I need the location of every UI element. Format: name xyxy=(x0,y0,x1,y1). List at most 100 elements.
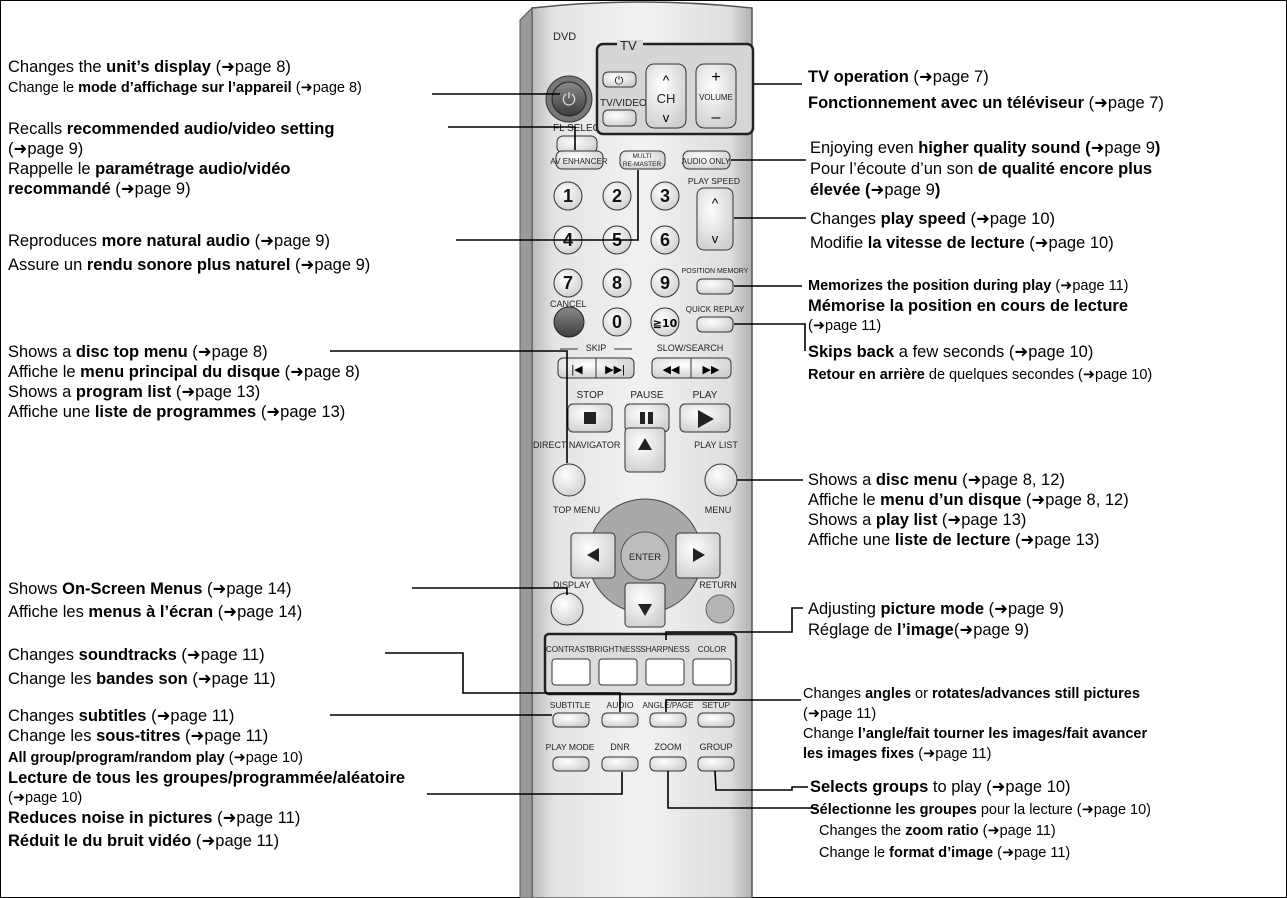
annotation-play-mode: All group/program/random play (➜page 10)… xyxy=(8,750,406,806)
direct-navigator-label: DIRECT NAVIGATOR xyxy=(533,440,621,450)
direct-navigator-button[interactable] xyxy=(552,463,586,497)
stop-icon xyxy=(584,412,596,424)
subtitle-label: SUBTITLE xyxy=(550,700,591,710)
annotation-quick-replay: Skips back a few seconds (➜page 10) Reto… xyxy=(808,343,1153,383)
position-memory-button[interactable] xyxy=(696,278,734,295)
skip-label: SKIP xyxy=(586,343,607,353)
annotation-display: Changes the unit’s display (➜page 8) Cha… xyxy=(8,58,362,96)
tv-power-button[interactable] xyxy=(602,71,637,88)
speed-up-icon: ^ xyxy=(712,195,719,211)
number-9-label: 9 xyxy=(660,273,670,293)
play-mode-label: PLAY MODE xyxy=(546,742,595,752)
play-list-label: PLAY LIST xyxy=(694,440,738,450)
annotation-tv: TV operation (➜page 7) Fonctionnement av… xyxy=(808,68,1164,112)
volume-label: VOLUME xyxy=(699,93,733,102)
color-button[interactable] xyxy=(692,658,732,686)
annotation-subtitle: Changes subtitles (➜page 11) Change les … xyxy=(8,707,269,745)
multi-label: MULTI xyxy=(632,153,651,160)
audio-only-label: AUDIO ONLY xyxy=(682,157,731,166)
display-label: DISPLAY xyxy=(553,580,590,590)
pause-icon xyxy=(640,412,645,424)
cancel-button[interactable] xyxy=(553,306,585,338)
annotation-dnr: Reduces noise in pictures (➜page 11) Réd… xyxy=(8,809,301,850)
ch-label: CH xyxy=(657,91,676,106)
number-8-label: 8 xyxy=(612,273,622,293)
number-2-button[interactable] xyxy=(602,181,632,211)
angle-page-button[interactable] xyxy=(649,712,687,728)
number-6-label: 6 xyxy=(660,230,670,250)
audio-button[interactable] xyxy=(601,712,639,728)
tv-label: TV xyxy=(620,38,637,53)
fast-forward-icon: ▶▶ xyxy=(703,364,720,376)
sharpness-label: SHARPNESS xyxy=(640,645,689,654)
contrast-button[interactable] xyxy=(551,658,591,686)
av-enhancer-label: AV ENHANCER xyxy=(550,157,607,166)
number-6-button[interactable] xyxy=(650,225,680,255)
volume-down-icon: – xyxy=(712,109,721,126)
zoom-label: ZOOM xyxy=(655,742,682,752)
brightness-button[interactable] xyxy=(598,658,638,686)
display-button[interactable] xyxy=(550,592,584,626)
annotation-picture-mode: Adjusting picture mode (➜page 9) Réglage… xyxy=(808,600,1064,639)
number-7-button[interactable] xyxy=(553,268,583,298)
number-0-label: 0 xyxy=(612,312,622,332)
down-arrow-icon xyxy=(638,604,652,616)
skip-back-icon: |◀ xyxy=(571,364,583,376)
slow-search-label: SLOW/SEARCH xyxy=(657,343,724,353)
enter-button[interactable] xyxy=(620,531,670,581)
number-3-button[interactable] xyxy=(650,181,680,211)
tvvideo-label: TV/VIDEO xyxy=(600,98,647,109)
quick-replay-label: QUICK REPLAY xyxy=(686,305,745,314)
annotation-remaster: Reproduces more natural audio (➜page 9) … xyxy=(8,232,371,274)
number-1-button[interactable] xyxy=(553,181,583,211)
dvd-label: DVD xyxy=(553,31,576,43)
dnr-button[interactable] xyxy=(601,756,639,772)
annotation-audio: Changes soundtracks (➜page 11) Change le… xyxy=(8,646,276,688)
tv-power-icon: ⏻ xyxy=(615,74,624,87)
color-label: COLOR xyxy=(698,645,727,654)
channel-up-icon: ^ xyxy=(663,72,670,88)
group-button[interactable] xyxy=(697,756,735,772)
setup-button[interactable] xyxy=(697,712,735,728)
angle-page-label: ANGLE/PAGE xyxy=(643,701,694,710)
number-8-button[interactable] xyxy=(602,268,632,298)
subtitle-button[interactable] xyxy=(552,712,590,728)
number-9-button[interactable] xyxy=(650,268,680,298)
pause-label: PAUSE xyxy=(630,390,663,401)
number-0-button[interactable] xyxy=(602,307,632,337)
play-list-button[interactable] xyxy=(704,463,738,497)
number-7-label: 7 xyxy=(563,273,573,293)
sharpness-button[interactable] xyxy=(645,658,685,686)
annotation-av-enhancer: Recalls recommended audio/video setting … xyxy=(8,120,335,198)
group-label: GROUP xyxy=(699,742,732,752)
volume-up-icon: + xyxy=(711,69,720,86)
multi-remaster-button[interactable] xyxy=(619,150,666,170)
quick-replay-button[interactable] xyxy=(696,316,734,333)
fl-select-label: FL SELECT xyxy=(553,123,606,134)
play-speed-rocker[interactable] xyxy=(696,187,734,251)
picture-mode-box xyxy=(543,632,738,696)
volume-rocker[interactable] xyxy=(695,63,737,129)
stop-label: STOP xyxy=(576,390,603,401)
channel-rocker[interactable] xyxy=(645,63,687,129)
zoom-button[interactable] xyxy=(649,756,687,772)
number-10plus-button[interactable] xyxy=(650,307,680,337)
audio-only-button[interactable] xyxy=(682,150,731,170)
number-pad: 1 2 3 4 5 6 7 8 9 0 ≧10 xyxy=(553,181,680,337)
annotation-angle: Changes angles or rotates/advances still… xyxy=(803,686,1148,762)
play-mode-button[interactable] xyxy=(552,756,590,772)
play-speed-label: PLAY SPEED xyxy=(688,176,740,186)
dvd-power-button[interactable] xyxy=(551,81,587,117)
remaster-label: RE-MASTER xyxy=(623,161,662,168)
return-button[interactable] xyxy=(705,594,735,624)
fl-select-button[interactable] xyxy=(556,135,598,154)
skip-forward-icon: ▶▶| xyxy=(605,364,625,376)
tv-video-button[interactable] xyxy=(602,109,637,127)
channel-down-icon: v xyxy=(663,110,670,125)
number-3-label: 3 xyxy=(660,186,670,206)
number-2-label: 2 xyxy=(612,186,622,206)
av-enhancer-button[interactable] xyxy=(555,150,604,170)
brightness-label: BRIGHTNESS xyxy=(589,645,641,654)
enter-label: ENTER xyxy=(629,552,661,563)
